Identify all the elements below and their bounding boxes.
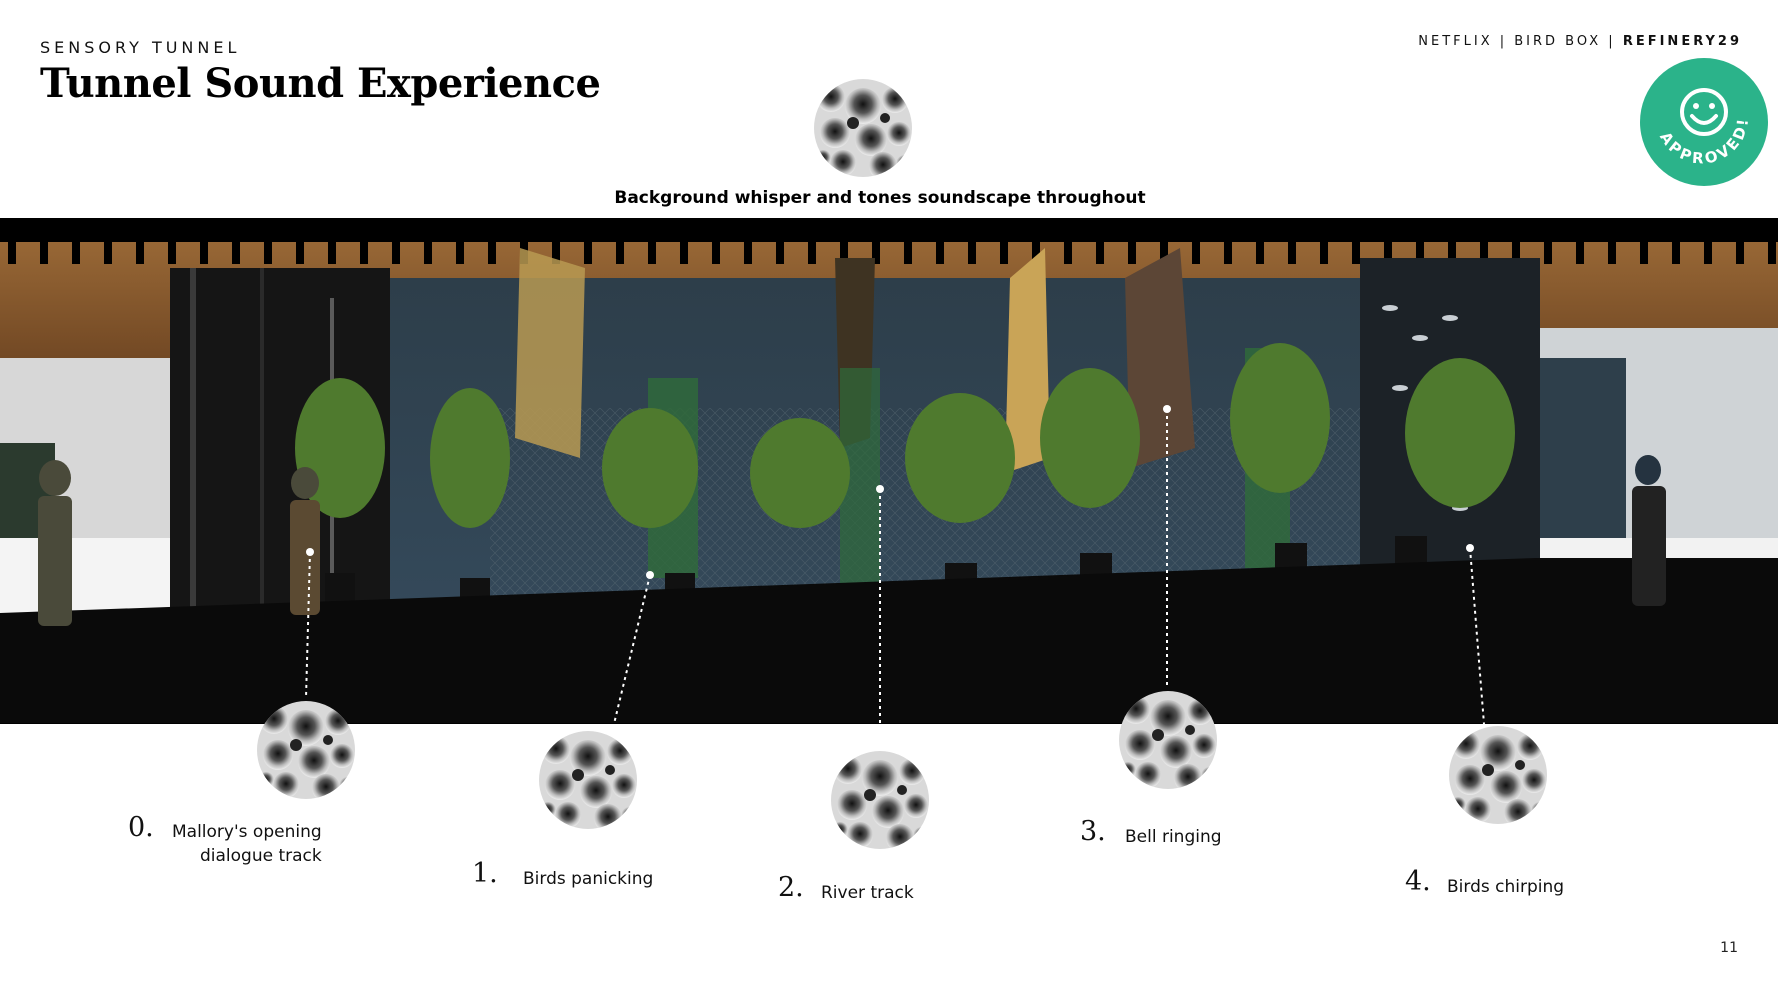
floor: [0, 558, 1778, 724]
approved-badge: APPROVED!: [1640, 58, 1768, 186]
track-1-label: Birds panicking: [523, 869, 654, 889]
brand-bold: REFINERY29: [1622, 34, 1742, 49]
page-title: Tunnel Sound Experience: [40, 60, 601, 107]
track-0-number: 0.: [128, 812, 154, 843]
brand-line: NETFLIX | BIRD BOX | REFINERY29: [1418, 34, 1742, 49]
background-sound-caption: Background whisper and tones soundscape …: [614, 188, 1146, 208]
smiley-icon: [1680, 88, 1728, 136]
track-0-speaker-icon: [256, 700, 356, 800]
hanging-panel-reed: [1125, 248, 1195, 468]
track-0-label-line2: dialogue track: [200, 846, 322, 866]
bamboo-trees: [295, 343, 1515, 528]
track-1-number: 1.: [472, 858, 498, 889]
brand-plain: NETFLIX | BIRD BOX |: [1418, 34, 1623, 49]
visitor-figures: [38, 455, 1666, 626]
track-3-number: 3.: [1080, 816, 1106, 847]
track-4-speaker-icon: [1448, 725, 1548, 825]
track-2-number: 2.: [778, 872, 804, 903]
hanging-panel-gold: [515, 248, 585, 458]
tunnel-section-illustration: [0, 218, 1778, 724]
hanging-panel-tan: [1005, 248, 1050, 473]
track-0-label-line1: Mallory's opening: [172, 822, 322, 842]
track-2-speaker-icon: [830, 750, 930, 850]
section-eyebrow: SENSORY TUNNEL: [40, 38, 241, 57]
track-1-speaker-icon: [538, 730, 638, 830]
track-3-speaker-icon: [1118, 690, 1218, 790]
track-2-label: River track: [821, 883, 914, 903]
track-3-label: Bell ringing: [1125, 827, 1222, 847]
track-4-label: Birds chirping: [1447, 877, 1565, 897]
leader-lines: [305, 409, 1485, 724]
background-speaker-icon: [813, 78, 913, 178]
track-4-number: 4.: [1405, 866, 1431, 897]
page-number: 11: [1720, 940, 1738, 956]
